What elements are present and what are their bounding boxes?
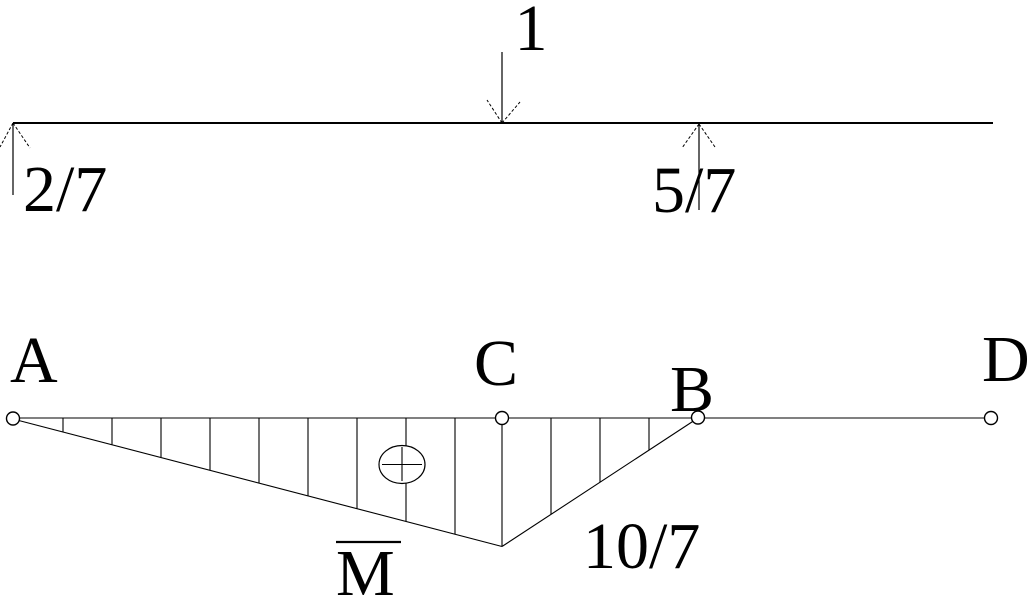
moment-diagram: A C B D M 10/7 [5,323,1030,610]
point-label-d: D [982,323,1030,396]
arrow-barb [0,122,14,148]
point-label-c: C [474,327,518,400]
moment-curve-label: M [336,537,401,610]
point-label-b: B [670,353,714,426]
arrow-barb [486,99,503,124]
node-circle-a [5,411,21,426]
arrow-barb [501,101,521,124]
arrow-barb [681,123,700,149]
moment-curve-right [501,417,699,547]
moment-symbol: M [336,537,395,610]
left-reaction-label: 2/7 [23,153,107,226]
unit-load-arrow [486,52,521,124]
node-circle-b [690,410,706,425]
moment-curve-left [12,418,503,548]
right-reaction-arrow [681,123,716,210]
point-label-a: A [10,324,58,397]
hatch-lines [62,418,650,535]
left-reaction-arrow [0,122,31,195]
arrow-barb [698,123,716,148]
peak-value-label: 10/7 [583,510,700,583]
node-circle-c [494,410,510,426]
load-diagram: 2/7 1 5/7 [0,0,993,227]
arrow-barb [12,122,31,149]
unit-load-label: 1 [515,0,548,65]
right-reaction-label: 5/7 [652,154,736,227]
positive-sign-badge [378,444,426,485]
node-circle-d [983,410,999,426]
